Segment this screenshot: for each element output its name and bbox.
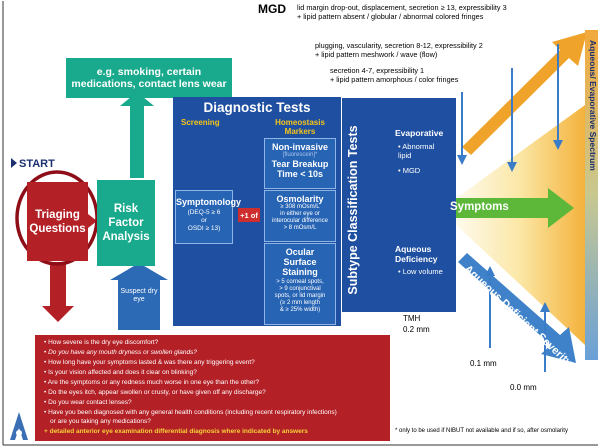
tfos-logo-icon: [10, 412, 28, 440]
start-label: START: [19, 158, 55, 170]
triage-connector: [88, 214, 97, 228]
evaporative-heading: Evaporative: [395, 128, 444, 138]
plus-one-of-badge: +1 of: [238, 208, 260, 222]
question-item: • Do you have any mouth dryness or swoll…: [44, 349, 197, 356]
diagnostic-tests-title: Diagnostic Tests: [203, 100, 311, 115]
symptomology-line2: or: [201, 217, 207, 224]
mgd-indicator-arrows: [457, 44, 563, 172]
noninvasive-line3: Time < 10s: [276, 169, 324, 179]
aqueous-deficiency-heading: Aqueous Deficiency: [395, 244, 438, 264]
question-item: • Do the eyes itch, appear swollen or cr…: [44, 389, 266, 396]
symptomology-card: Symptomology (DEQ-5 ≥ 6 or OSDI ≥ 13): [175, 190, 242, 244]
spectrum-bar: [585, 30, 598, 360]
mgd-level-3-line2: + lipid pattern absent / globular / abno…: [297, 12, 484, 21]
ocular-line: spots, or lid margin: [274, 293, 326, 299]
ocular-line: & ≥ 25% width): [279, 307, 321, 313]
mgd-level-3-line1: lid margin drop-out, displacement, secre…: [297, 3, 507, 12]
question-text: How severe is the dry eye discomfort?: [48, 339, 159, 346]
symptom-wedge: [440, 105, 585, 345]
question-item: • How severe is the dry eye discomfort?: [44, 339, 159, 346]
subtype-classification-title: Subtype Classification Tests: [346, 125, 360, 295]
triaging-questions-list: [35, 335, 390, 441]
aq-item-text: Low volume: [402, 267, 443, 276]
osmolarity-line: interocular difference: [272, 218, 328, 224]
question-text: Have you been diagnosed with any general…: [48, 409, 337, 416]
ocular-surface-staining-card: Ocular Surface Staining > 5 corneal spot…: [264, 243, 336, 325]
evaporative-severity-arrow: [462, 32, 587, 155]
question-continuation: or are you taking any medications?: [50, 418, 151, 425]
evap-item-text: MGD: [402, 166, 421, 175]
question-text: Do you have any mouth dryness or swollen…: [48, 349, 197, 356]
evap-item-text: Abnormal lipid: [398, 142, 435, 160]
triage-down-arrow: [42, 262, 74, 322]
symptomology-line1: (DEQ-5 ≥ 6: [187, 209, 221, 216]
osmolarity-line: in either eye or: [280, 211, 320, 217]
question-text: Is your vision affected and does it clea…: [48, 369, 197, 376]
symptoms-label: Symptoms: [450, 201, 509, 213]
suspect-dry-eye-label: Suspect dry eye: [120, 288, 158, 303]
noninvasive-line2: Tear Breakup: [271, 159, 329, 169]
risk-factor-analysis-box: Risk Factor Analysis: [97, 180, 155, 266]
noninvasive-tbut-card: Non-invasive [fluorescein]* Tear Breakup…: [264, 138, 336, 189]
tmh-value: 0.2 mm: [403, 325, 430, 334]
evap-item-abnormal-lipid: • Abnormal lipid: [398, 142, 435, 160]
noninvasive-title: Non-invasive: [271, 142, 329, 152]
triaging-questions-box: Triaging Questions: [27, 182, 88, 261]
osmolarity-line: ≥ 308 mOsm/L: [280, 204, 320, 210]
osmolarity-line: > 8 mOsm/L: [283, 225, 317, 231]
tmh-value: 0.1 mm: [470, 359, 497, 368]
osmolarity-card: Osmolarity ≥ 308 mOsm/L in either eye or…: [264, 190, 336, 242]
start-triangle-icon: [11, 158, 17, 168]
question-item: • Is your vision affected and does it cl…: [44, 369, 197, 376]
symptomology-line3: OSDI ≥ 13): [187, 225, 221, 232]
ocular-line: (≥ 2 mm length: [280, 300, 320, 306]
ocular-line: > 5 corneal spots,: [276, 279, 324, 285]
mgd-level-1-line1: secretion 4-7, expressibility 1: [330, 66, 425, 75]
noninvasive-sub: [fluorescein]*: [282, 152, 318, 158]
ocular-line: > 9 conjunctival: [279, 286, 321, 292]
subtype-panel: [342, 98, 456, 312]
suspect-arrow: [110, 263, 168, 330]
symptomology-title: Symptomology: [176, 197, 242, 207]
question-text: Are the symptoms or any redness much wor…: [47, 379, 260, 386]
tmh-label: TMH: [403, 314, 421, 323]
mgd-level-2-line1: plugging, vascularity, secretion 8-12, e…: [315, 41, 483, 50]
question-item: • Are the symptoms or any redness much w…: [44, 379, 260, 386]
screening-label: Screening: [181, 118, 220, 127]
mgd-title: MGD: [258, 2, 286, 16]
tmh-value: 0.0 mm: [510, 383, 537, 392]
question-item: • Do you wear contact lenses?: [44, 399, 132, 406]
ocular-title: Ocular Surface Staining: [282, 247, 318, 277]
question-text: Do you wear contact lenses?: [48, 399, 132, 406]
question-text: How long have your symptoms lasted & was…: [48, 359, 255, 366]
mgd-level-2-line2: + lipid pattern meshwork / wave (flow): [315, 50, 438, 59]
question-text: Do the eyes itch, appear swollen or crus…: [48, 389, 266, 396]
aqueous-severity-arrow: [458, 253, 576, 363]
question-item: • How long have your symptoms lasted & w…: [44, 359, 255, 366]
homeostasis-markers-label: Homeostasis Markers: [275, 118, 325, 136]
mgd-level-1-line2: + lipid pattern amorphous / color fringe…: [330, 75, 459, 84]
osmolarity-title: Osmolarity: [276, 194, 324, 204]
risk-up-arrow: [120, 92, 154, 178]
question-item: • Have you been diagnosed with any gener…: [44, 409, 337, 416]
footnote: * only to be used if NIBUT not available…: [395, 428, 568, 434]
evap-item-mgd: • MGD: [398, 166, 421, 175]
risk-factors-examples: e.g. smoking, certain medications, conta…: [66, 58, 232, 98]
exam-note: + detailed anterior eye examination diff…: [44, 428, 308, 435]
aq-item-low-volume: • Low volume: [398, 267, 443, 276]
spectrum-label: Aqueous/ Evaporative Spectrum: [588, 40, 598, 171]
